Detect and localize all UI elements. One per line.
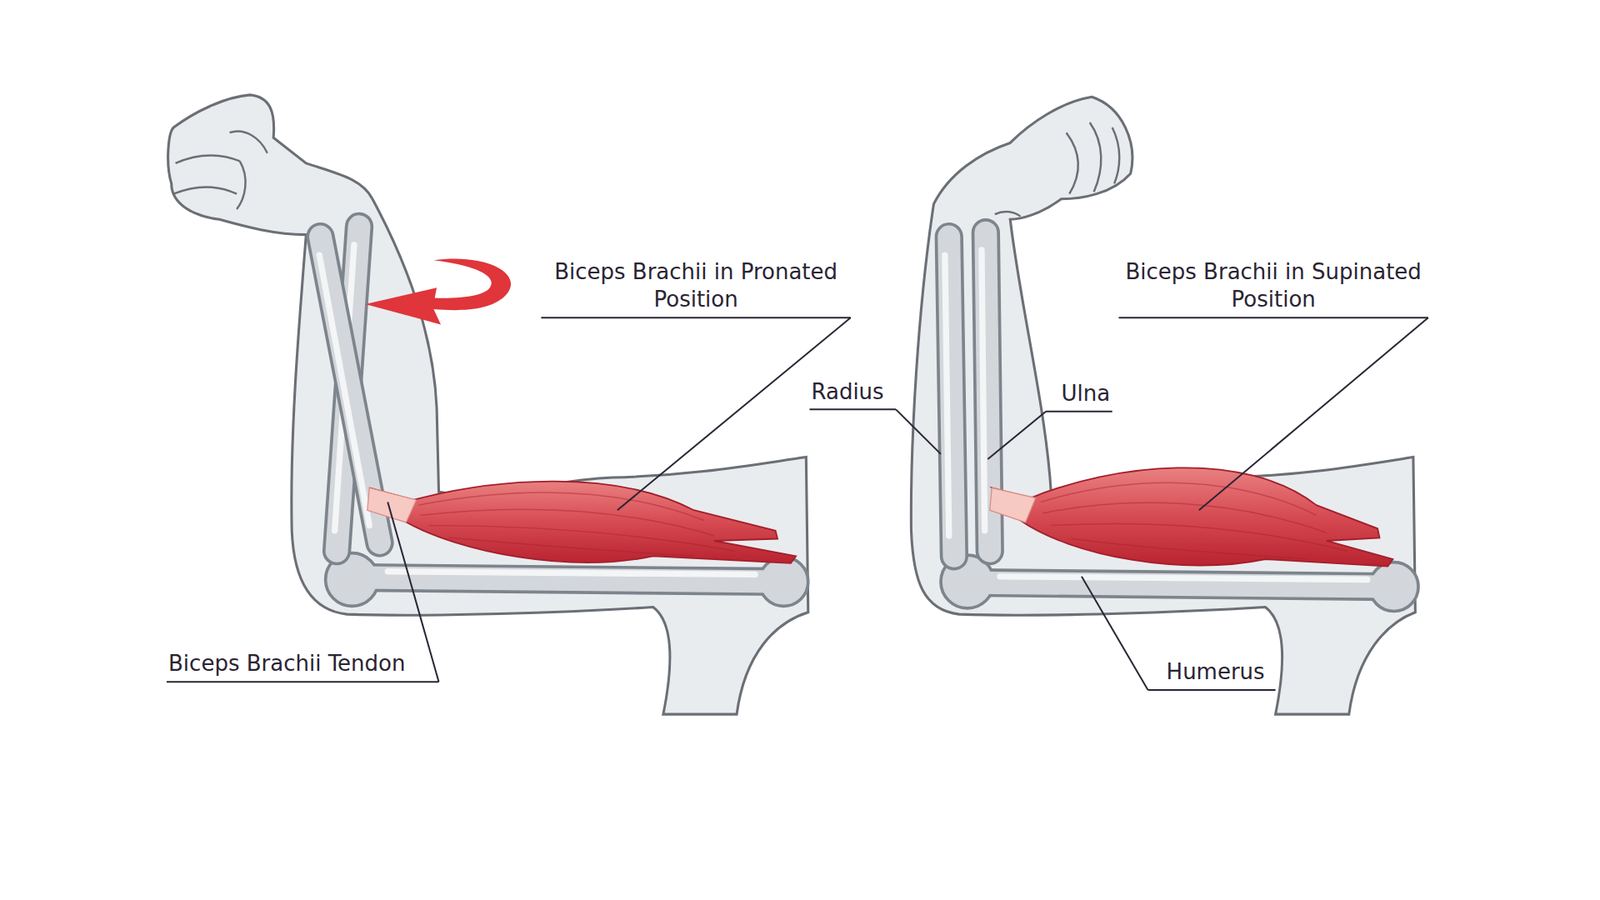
leader-line [1045, 410, 1113, 413]
leader-line [987, 411, 1046, 460]
leader-line [540, 316, 850, 319]
leader-line [1148, 689, 1276, 691]
part-label: Biceps Brachii in Pronated Position [542, 258, 849, 315]
part-label: Ulna [1060, 380, 1110, 409]
right-arm [910, 96, 1419, 715]
part-label: Biceps Brachii in Supinated Position [1120, 258, 1426, 315]
thumb-line [230, 131, 268, 154]
finger-line [1112, 127, 1120, 184]
bone [940, 232, 1419, 611]
part-label: Radius [810, 378, 884, 407]
biceps-muscle [990, 467, 1394, 566]
finger-line [1090, 122, 1102, 192]
leader-line [617, 317, 851, 510]
leader-line [166, 680, 440, 683]
rotation-arrow [365, 259, 511, 325]
arm-outline [910, 96, 1415, 715]
part-label: Humerus [1166, 658, 1265, 687]
finger-line [175, 155, 240, 164]
left-arm [168, 95, 809, 715]
part-label: Biceps Brachii Tendon [168, 650, 405, 679]
finger-line [173, 186, 237, 194]
biceps-muscle [367, 481, 796, 564]
finger-line [1066, 132, 1079, 194]
arm-outline [168, 95, 809, 715]
leader-line [1081, 576, 1149, 690]
leader-line [895, 409, 941, 455]
leader-line [1118, 316, 1428, 319]
wrist-line [995, 211, 1021, 217]
leader-line [809, 408, 896, 410]
finger-line [236, 160, 245, 210]
leader-line [1199, 317, 1429, 510]
